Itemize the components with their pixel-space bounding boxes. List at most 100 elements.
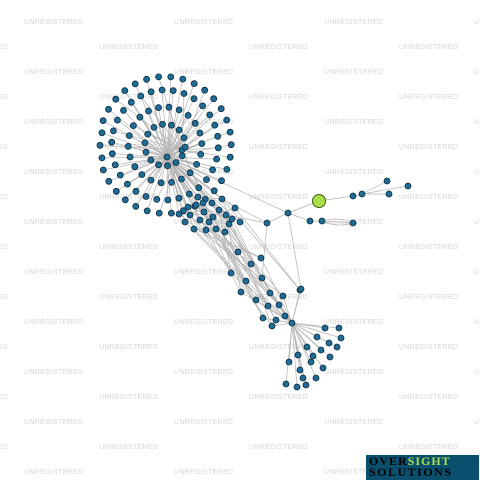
entity-node[interactable] [145,107,152,115]
entity-node[interactable] [218,195,226,203]
entity-node[interactable] [264,302,272,310]
entity-node[interactable] [196,129,204,137]
entity-node[interactable] [180,90,188,97]
entity-node[interactable] [211,121,219,129]
entity-node[interactable] [318,217,326,225]
entity-node[interactable] [111,161,119,169]
entity-node[interactable] [186,169,194,177]
entity-node[interactable] [105,105,112,113]
entity-node[interactable] [309,352,317,360]
entity-node[interactable] [349,219,357,227]
entity-node[interactable] [193,160,201,168]
entity-node[interactable] [141,139,149,147]
entity-node[interactable] [307,358,315,366]
entity-node[interactable] [138,171,146,179]
entity-node[interactable] [325,339,333,347]
entity-node[interactable] [299,374,307,382]
entity-node[interactable] [105,177,113,185]
entity-node[interactable] [99,117,107,124]
entity-node[interactable] [147,88,155,96]
entity-node[interactable] [268,322,276,330]
entity-node[interactable] [210,95,218,103]
entity-node[interactable] [321,324,329,332]
entity-node[interactable] [175,194,183,202]
entity-node[interactable] [99,166,107,174]
entity-node[interactable] [164,162,171,170]
entity-node[interactable] [143,75,151,83]
entity-node[interactable] [198,140,206,148]
entity-node[interactable] [125,132,133,140]
entity-node[interactable] [157,179,165,187]
entity-node[interactable] [281,312,289,320]
entity-node[interactable] [266,289,274,297]
entity-node[interactable] [205,218,213,226]
focus-entity-node[interactable] [312,194,326,208]
entity-node[interactable] [404,182,412,190]
entity-node[interactable] [383,177,391,185]
entity-node[interactable] [200,208,208,216]
entity-node[interactable] [234,248,242,256]
entity-node[interactable] [155,104,162,111]
entity-node[interactable] [175,126,183,134]
entity-node[interactable] [257,254,265,262]
entity-node[interactable] [218,177,225,185]
entity-node[interactable] [306,217,314,225]
entity-node[interactable] [184,203,192,211]
entity-node[interactable] [186,211,194,219]
entity-node[interactable] [317,346,325,354]
entity-node[interactable] [127,98,135,106]
entity-node[interactable] [247,260,255,268]
entity-node[interactable] [121,87,129,94]
entity-node[interactable] [223,116,231,124]
entity-node[interactable] [191,119,199,127]
entity-node[interactable] [168,178,175,186]
entity-node[interactable] [179,207,187,215]
entity-node[interactable] [195,184,203,192]
entity-node[interactable] [98,129,106,137]
entity-node[interactable] [326,353,334,361]
entity-node[interactable] [179,75,187,83]
entity-node[interactable] [201,86,209,94]
entity-node[interactable] [180,134,188,142]
entity-node[interactable] [237,288,245,296]
entity-node[interactable] [227,269,235,277]
entity-node[interactable] [136,113,144,121]
entity-node[interactable] [319,364,327,372]
entity-node[interactable] [167,209,175,217]
entity-node[interactable] [131,80,139,88]
entity-node[interactable] [196,216,204,224]
entity-node[interactable] [121,196,129,204]
entity-node[interactable] [190,95,198,103]
entity-node[interactable] [203,176,210,184]
entity-node[interactable] [228,215,236,223]
entity-node[interactable] [217,105,225,113]
entity-node[interactable] [275,301,283,309]
entity-node[interactable] [172,159,180,167]
entity-node[interactable] [288,319,296,327]
entity-node[interactable] [210,187,218,195]
entity-node[interactable] [164,196,172,204]
entity-node[interactable] [158,86,166,94]
entity-node[interactable] [159,120,166,128]
entity-node[interactable] [349,192,357,200]
entity-node[interactable] [147,156,155,164]
entity-node[interactable] [178,175,185,183]
entity-node[interactable] [143,207,151,215]
entity-node[interactable] [209,166,217,174]
entity-node[interactable] [337,334,345,342]
entity-node[interactable] [108,150,116,158]
entity-node[interactable] [199,102,207,110]
entity-node[interactable] [258,274,266,282]
entity-node[interactable] [282,380,290,388]
entity-node[interactable] [214,132,222,140]
entity-node[interactable] [112,95,120,103]
entity-node[interactable] [385,190,393,198]
entity-node[interactable] [137,92,145,100]
entity-node[interactable] [184,112,192,119]
entity-node[interactable] [194,193,202,201]
entity-node[interactable] [202,226,210,234]
entity-node[interactable] [227,141,235,149]
entity-node[interactable] [132,187,140,195]
entity-node[interactable] [333,343,341,351]
entity-node[interactable] [175,106,183,114]
